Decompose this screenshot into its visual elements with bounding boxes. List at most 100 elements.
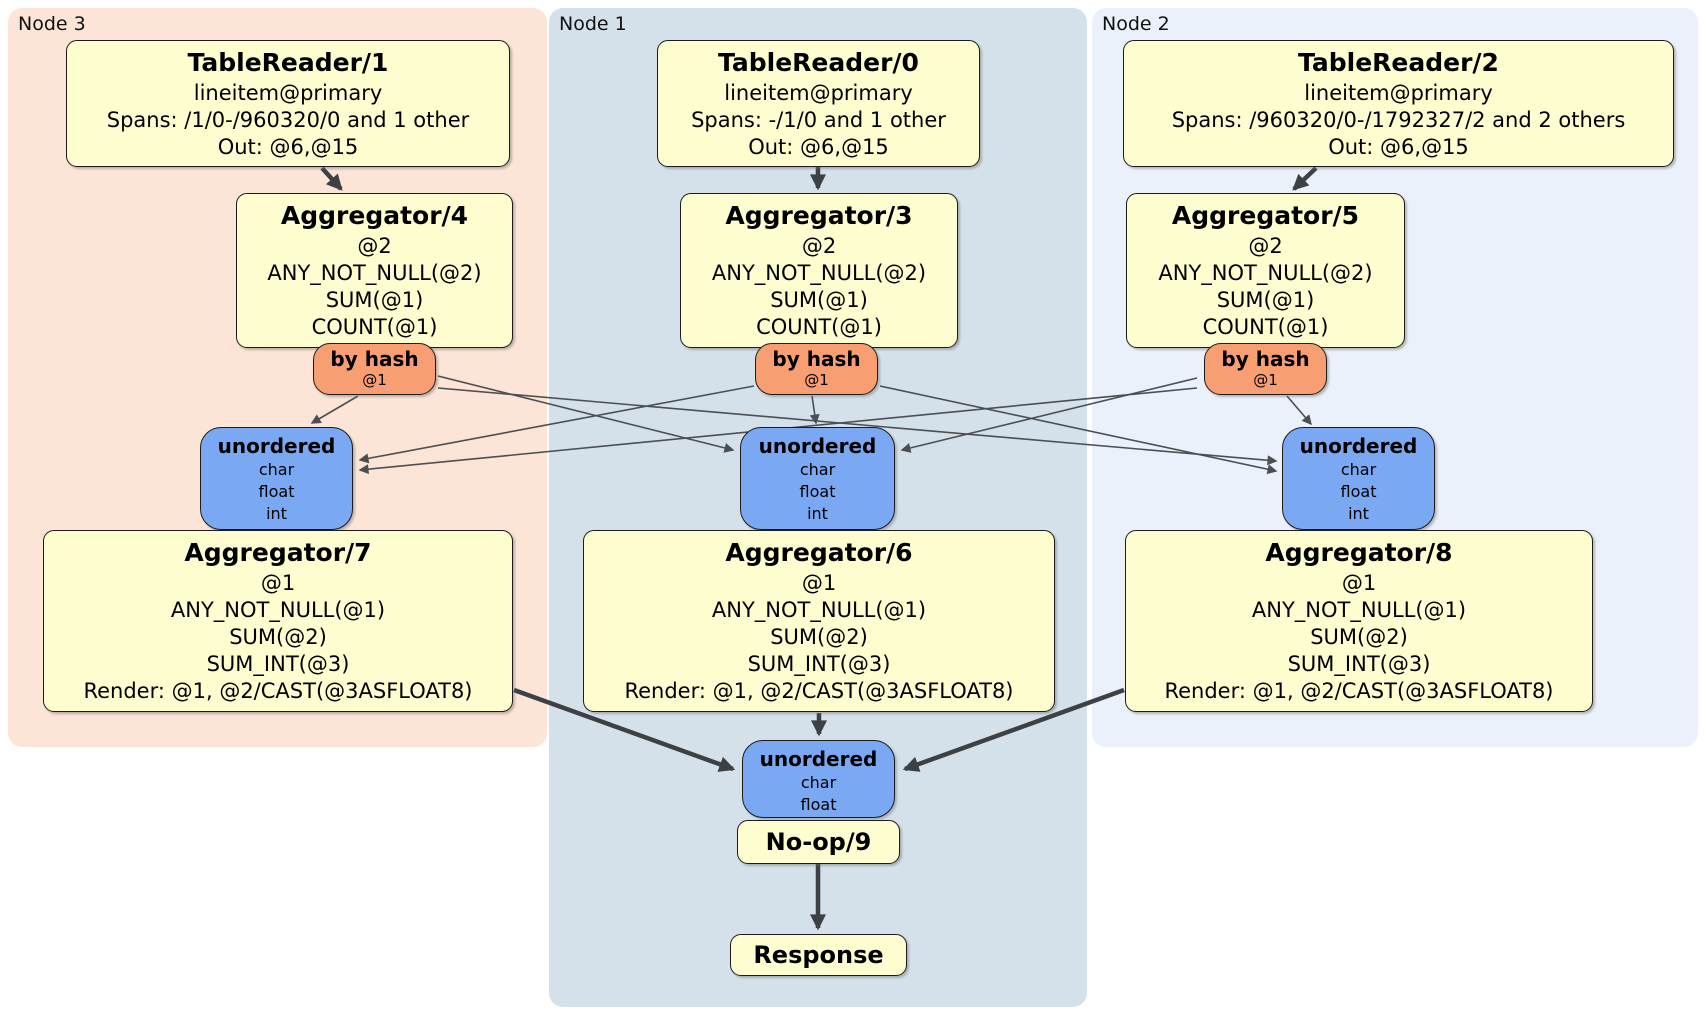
tablereader-0-index: lineitem@primary <box>724 81 913 105</box>
aggregator-7-title: Aggregator/7 <box>184 538 372 567</box>
edge-tablereader2-to-aggregator5 <box>1292 166 1318 191</box>
tablereader-1-box: TableReader/1 lineitem@primary Spans: /1… <box>66 40 510 167</box>
aggregator-8-group: @1 <box>1341 571 1377 595</box>
aggregator-4-fn2: SUM(@1) <box>325 288 424 312</box>
aggregator-4-group: @2 <box>357 234 392 258</box>
aggregator-7-fn3: SUM_INT(@3) <box>206 652 350 676</box>
aggregator-5-fn2: SUM(@1) <box>1216 288 1315 312</box>
hash-router-node1-key: @1 <box>804 371 829 389</box>
edge-hash1-to-sync1 <box>809 395 820 425</box>
aggregator-6-render: Render: @1, @2/CAST(@3ASFLOAT8) <box>624 679 1014 703</box>
aggregator-8-box: Aggregator/8 @1 ANY_NOT_NULL(@1) SUM(@2)… <box>1125 530 1593 712</box>
aggregator-4-fn3: COUNT(@1) <box>311 315 438 339</box>
aggregator-8-fn1: ANY_NOT_NULL(@1) <box>1251 598 1467 622</box>
aggregator-8-title: Aggregator/8 <box>1265 538 1453 567</box>
aggregator-6-fn2: SUM(@2) <box>770 625 868 649</box>
edge-aggregator8-to-final-sync <box>902 687 1125 772</box>
aggregator-7-box: Aggregator/7 @1 ANY_NOT_NULL(@1) SUM(@2)… <box>43 530 513 712</box>
sync-node1-type-char: char <box>799 460 836 479</box>
hash-router-node1-title: by hash <box>772 347 861 371</box>
aggregator-7-fn1: ANY_NOT_NULL(@1) <box>170 598 386 622</box>
unordered-sync-node2: unordered char float int <box>1282 427 1435 530</box>
unordered-sync-node1-title: unordered <box>758 434 877 458</box>
hash-router-node1: by hash @1 <box>755 343 878 395</box>
tablereader-0-box: TableReader/0 lineitem@primary Spans: -/… <box>657 40 980 167</box>
aggregator-8-render: Render: @1, @2/CAST(@3ASFLOAT8) <box>1164 679 1554 703</box>
sync-node1-type-float: float <box>799 482 836 501</box>
unordered-sync-final: unordered char float <box>742 740 895 818</box>
tablereader-2-title: TableReader/2 <box>1298 48 1499 77</box>
aggregator-3-fn2: SUM(@1) <box>770 288 868 312</box>
tablereader-0-spans: Spans: -/1/0 and 1 other <box>691 108 946 132</box>
aggregator-3-box: Aggregator/3 @2 ANY_NOT_NULL(@2) SUM(@1)… <box>680 193 958 348</box>
edge-hash1-to-sync3 <box>358 385 755 464</box>
unordered-sync-node3: unordered char float int <box>200 427 353 530</box>
aggregator-8-fn2: SUM(@2) <box>1310 625 1408 649</box>
aggregator-7-render: Render: @1, @2/CAST(@3ASFLOAT8) <box>83 679 473 703</box>
edge-tablereader1-to-aggregator4 <box>320 166 343 191</box>
hash-router-node3-title: by hash <box>330 347 419 371</box>
aggregator-6-fn3: SUM_INT(@3) <box>747 652 891 676</box>
aggregator-3-group: @2 <box>801 234 837 258</box>
tablereader-0-out: Out: @6,@15 <box>748 135 889 159</box>
sync-node3-type-float: float <box>258 482 295 501</box>
unordered-sync-node1: unordered char float int <box>740 427 895 530</box>
aggregator-8-fn3: SUM_INT(@3) <box>1287 652 1431 676</box>
tablereader-2-spans: Spans: /960320/0-/1792327/2 and 2 others <box>1171 108 1626 132</box>
aggregator-5-group: @2 <box>1248 234 1283 258</box>
node1-panel-label: Node 1 <box>559 13 627 35</box>
aggregator-4-box: Aggregator/4 @2 ANY_NOT_NULL(@2) SUM(@1)… <box>236 193 513 348</box>
hash-router-node2: by hash @1 <box>1204 343 1327 395</box>
aggregator-5-box: Aggregator/5 @2 ANY_NOT_NULL(@2) SUM(@1)… <box>1126 193 1405 348</box>
response-title: Response <box>753 941 884 969</box>
response-box: Response <box>730 934 907 976</box>
unordered-sync-node2-title: unordered <box>1299 434 1418 458</box>
edge-hash2-to-sync1 <box>900 377 1198 453</box>
hash-router-node3: by hash @1 <box>313 343 436 395</box>
aggregator-7-fn2: SUM(@2) <box>229 625 327 649</box>
tablereader-2-box: TableReader/2 lineitem@primary Spans: /9… <box>1123 40 1674 167</box>
aggregator-5-title: Aggregator/5 <box>1171 201 1360 230</box>
unordered-sync-node3-title: unordered <box>217 434 336 458</box>
edge-hash3-to-sync1 <box>437 375 735 453</box>
noop-title: No-op/9 <box>765 828 872 856</box>
edge-hash1-to-sync2 <box>879 385 1278 475</box>
aggregator-5-fn3: COUNT(@1) <box>1202 315 1329 339</box>
sync-node3-type-char: char <box>258 460 295 479</box>
tablereader-2-out: Out: @6,@15 <box>1328 135 1469 159</box>
node3-panel-label: Node 3 <box>18 13 86 35</box>
node2-panel-label: Node 2 <box>1102 13 1170 35</box>
tablereader-1-spans: Spans: /1/0-/960320/0 and 1 other <box>106 108 470 132</box>
aggregator-5-fn1: ANY_NOT_NULL(@2) <box>1158 261 1373 285</box>
sync-node2-type-int: int <box>1348 504 1369 523</box>
sync-node2-type-char: char <box>1340 460 1377 479</box>
aggregator-4-title: Aggregator/4 <box>280 201 469 230</box>
sync-node1-type-int: int <box>807 504 828 523</box>
aggregator-6-fn1: ANY_NOT_NULL(@1) <box>711 598 927 622</box>
sync-node3-type-int: int <box>266 504 287 523</box>
unordered-sync-final-title: unordered <box>759 747 878 771</box>
aggregator-6-box: Aggregator/6 @1 ANY_NOT_NULL(@1) SUM(@2)… <box>583 530 1055 712</box>
noop-box: No-op/9 <box>737 820 900 864</box>
sync-final-type-char: char <box>800 773 837 792</box>
aggregator-4-fn1: ANY_NOT_NULL(@2) <box>267 261 482 285</box>
edge-hash2-to-sync2 <box>1286 395 1312 426</box>
tablereader-1-title: TableReader/1 <box>187 48 389 77</box>
tablereader-1-out: Out: @6,@15 <box>217 135 359 159</box>
aggregator-3-fn1: ANY_NOT_NULL(@2) <box>711 261 927 285</box>
tablereader-2-index: lineitem@primary <box>1304 81 1493 105</box>
aggregator-3-title: Aggregator/3 <box>725 201 913 230</box>
aggregator-7-group: @1 <box>260 571 296 595</box>
aggregator-6-title: Aggregator/6 <box>725 538 913 567</box>
hash-router-node2-key: @1 <box>1253 371 1278 389</box>
edge-hash3-to-sync3 <box>310 395 359 424</box>
hash-router-node3-key: @1 <box>362 371 387 389</box>
tablereader-1-index: lineitem@primary <box>193 81 383 105</box>
hash-router-node2-title: by hash <box>1221 347 1310 371</box>
edge-aggregator7-to-final-sync <box>513 687 736 772</box>
sync-node2-type-float: float <box>1340 482 1377 501</box>
aggregator-3-fn3: COUNT(@1) <box>756 315 882 339</box>
aggregator-6-group: @1 <box>801 571 837 595</box>
